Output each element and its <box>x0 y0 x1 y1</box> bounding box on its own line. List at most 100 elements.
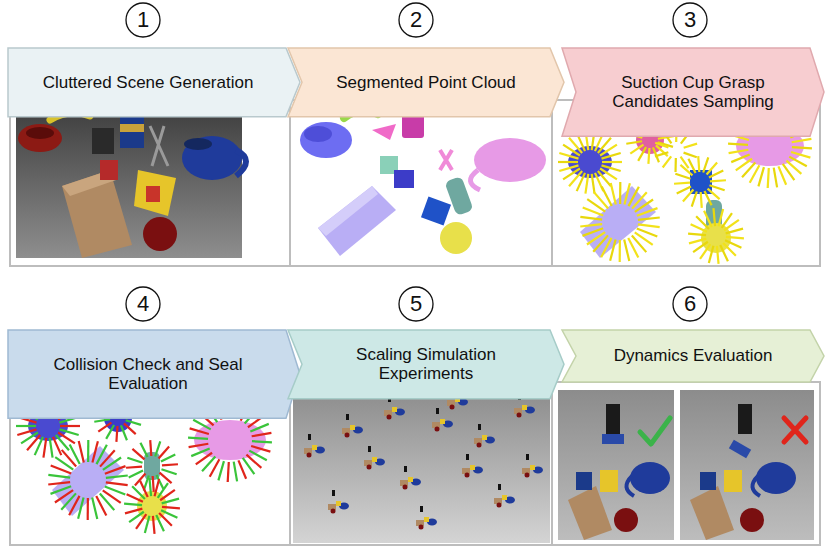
grasp-ray <box>60 425 80 427</box>
grasp-ray <box>48 482 70 484</box>
circle-outline <box>673 3 707 37</box>
chevron-shape <box>288 48 564 117</box>
process-chevron: Segmented Point Cloud <box>288 48 564 117</box>
grasp-ray <box>43 438 46 458</box>
chevron-shape <box>8 48 300 117</box>
text-holder: Segmented Point Cloud <box>288 48 564 117</box>
grasp-ray <box>628 238 638 258</box>
step-number-circle: 4 <box>125 286 161 322</box>
grasp-ray <box>252 441 272 442</box>
grasp-ray <box>558 161 578 163</box>
circle-outline <box>673 287 707 321</box>
process-chevron: Suction Cup Grasp Candidates Sampling <box>562 48 824 136</box>
step-number-circle: 5 <box>398 286 434 322</box>
grasp-ray <box>160 473 172 484</box>
circle-outline <box>399 3 433 37</box>
grasp-ray <box>709 185 724 190</box>
grasp-ray <box>630 145 643 154</box>
grasp-ray <box>688 159 695 173</box>
grasp-ray <box>48 475 70 478</box>
grasp-ray <box>161 469 176 474</box>
step-number-circle: 1 <box>125 2 161 38</box>
step-number: 4 <box>137 293 149 315</box>
scene-copy <box>304 434 325 458</box>
grasp-ray <box>149 478 151 496</box>
grasp-ray <box>126 467 142 468</box>
scene-copy <box>474 424 495 448</box>
grasp-ray <box>129 470 143 477</box>
step-number: 3 <box>684 9 696 31</box>
simulation-grid <box>293 385 550 543</box>
grasp-ray <box>135 474 146 486</box>
grasp-ray <box>145 516 150 533</box>
grasp-ray <box>778 166 786 184</box>
grasp-ray <box>17 429 36 435</box>
grasp-ray <box>116 426 117 442</box>
grasp-ray <box>792 147 812 148</box>
grasp-ray <box>648 148 649 164</box>
text-holder: Suction Cup Grasp Candidates Sampling <box>562 48 824 136</box>
circle-outline <box>399 287 433 321</box>
chevron-shape <box>562 48 824 136</box>
scene-copy <box>384 396 405 420</box>
grasp-ray <box>582 228 603 236</box>
grasp-ray <box>94 419 110 422</box>
grasp-ray <box>150 440 151 456</box>
text-holder: Dynamics Evaluation <box>562 330 824 382</box>
grasp-ray <box>153 476 154 492</box>
step-number-circle: 2 <box>398 2 434 38</box>
grasp-ray <box>704 191 711 205</box>
grasp-ray <box>768 168 769 188</box>
grasp-ray <box>684 144 697 148</box>
grasp-ray <box>677 186 691 193</box>
grasp-ray <box>736 159 752 171</box>
text-holder: 5 <box>398 286 434 322</box>
grasp-ray <box>252 433 272 436</box>
grasp-ray <box>70 444 80 464</box>
grasp-ray <box>190 428 209 434</box>
grasp-ray <box>162 499 179 504</box>
scene-copy <box>522 454 543 478</box>
chevron-shape <box>562 330 824 382</box>
grasp-ray <box>559 165 578 171</box>
step-number-circle: 6 <box>672 286 708 322</box>
step-title: Collision Check and Seal Evaluation <box>53 355 243 394</box>
grasp-ray <box>162 507 180 509</box>
grasp-ray <box>592 174 595 194</box>
step-title: Cluttered Scene Generation <box>43 73 254 93</box>
grasp-ray <box>720 245 728 261</box>
grasp-ray <box>729 150 749 153</box>
grasp-ray <box>79 441 84 462</box>
text-holder: 4 <box>125 286 161 322</box>
text-holder: Scaling Simulation Experiments <box>288 330 564 399</box>
grasp-ray <box>78 497 83 518</box>
grasp-ray <box>719 209 724 226</box>
grasp-ray <box>703 157 708 172</box>
grasp-ray <box>638 224 660 227</box>
step-number: 2 <box>410 9 422 31</box>
text-holder: 6 <box>672 286 708 322</box>
step-number: 6 <box>684 293 696 315</box>
text-holder: 1 <box>125 2 161 38</box>
grasp-ray <box>688 234 706 236</box>
grasp-ray <box>188 438 208 439</box>
grasp-ray <box>602 153 621 159</box>
grasp-ray <box>708 189 720 200</box>
grasp-ray <box>683 190 694 202</box>
check-mark <box>640 418 670 444</box>
grasp-ray <box>728 144 748 145</box>
text-holder: Collision Check and Seal Evaluation <box>8 330 300 418</box>
grasp-ray <box>610 239 615 260</box>
grasp-ray <box>783 164 795 180</box>
step-title: Suction Cup Grasp Candidates Sampling <box>593 73 793 112</box>
scene-copy <box>494 484 515 508</box>
dynamics-evaluation <box>558 390 814 540</box>
grasp-ray <box>693 242 708 252</box>
grasp-ray <box>243 458 255 474</box>
grasp-ray <box>162 464 178 465</box>
grasp-ray <box>726 229 743 234</box>
grasp-ray <box>704 211 712 227</box>
process-chevron: Cluttered Scene Generation <box>8 48 300 117</box>
grasp-ray <box>580 217 602 220</box>
